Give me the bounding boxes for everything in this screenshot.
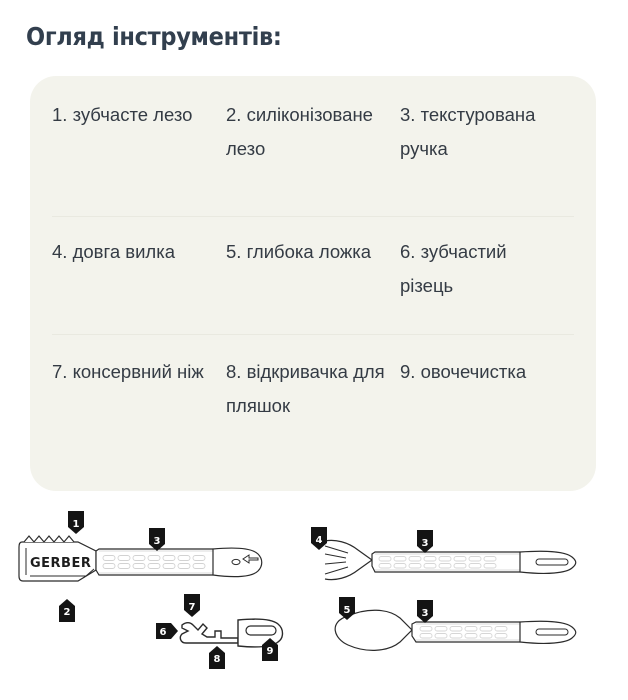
callout-badge-2: 2 (59, 599, 75, 622)
tools-row: 7. консервний ніж 8. відкривачка для пля… (52, 334, 574, 489)
callout-badge-3b: 3 (417, 530, 433, 553)
callout-badge-3c: 3 (417, 600, 433, 623)
callout-badge-1-label: 1 (73, 519, 80, 530)
callout-badge-5: 5 (339, 597, 355, 620)
callout-badge-6-label: 6 (160, 627, 167, 638)
callout-badge-3b-label: 3 (422, 538, 429, 549)
callout-badge-3a: 3 (149, 528, 165, 551)
tool-item-4: 4. довга вилка (52, 241, 175, 262)
tools-overview-card: 1. зубчасте лезо 2. силіконізоване лезо … (30, 76, 596, 491)
tool-spoon (334, 609, 577, 651)
tools-row: 1. зубчасте лезо 2. силіконізоване лезо … (52, 76, 574, 216)
tool-item-7: 7. консервний ніж (52, 361, 204, 382)
callout-badge-7-label: 7 (189, 602, 196, 613)
callout-badge-3c-label: 3 (422, 608, 429, 619)
callout-badge-8-label: 8 (214, 654, 221, 665)
callout-badge-6: 6 (156, 623, 178, 639)
tool-item-3: 3. текстурована ручка (400, 104, 536, 159)
brand-label: GERBER (30, 556, 91, 571)
callout-badge-4: 4 (311, 527, 327, 550)
callout-badge-8: 8 (209, 646, 225, 669)
callout-badge-4-label: 4 (316, 535, 323, 546)
tool-item-2: 2. силіконізоване лезо (226, 104, 373, 159)
callout-badge-9: 9 (262, 638, 278, 661)
tool-item-1: 1. зубчасте лезо (52, 104, 193, 125)
callout-badge-7: 7 (184, 594, 200, 617)
callout-badge-9-label: 9 (267, 646, 274, 657)
tool-item-9: 9. овочечистка (400, 361, 527, 382)
callout-badge-1: 1 (68, 511, 84, 534)
tool-serrated-knife (18, 535, 263, 582)
callout-badge-5-label: 5 (344, 605, 351, 616)
callout-badge-2-label: 2 (64, 607, 71, 618)
tool-item-6: 6. зубчастий різець (400, 241, 507, 296)
tool-fork (324, 539, 577, 581)
tools-row: 4. довга вилка 5. глибока ложка 6. зубча… (52, 216, 574, 334)
page-title: Огляд інструментів: (26, 22, 282, 51)
tool-item-5: 5. глибока ложка (226, 241, 372, 262)
callout-badge-3a-label: 3 (154, 536, 161, 547)
tool-item-8: 8. відкривачка для пляшок (226, 361, 385, 416)
product-illustration: GERBER 1 2 3 (0, 498, 628, 698)
